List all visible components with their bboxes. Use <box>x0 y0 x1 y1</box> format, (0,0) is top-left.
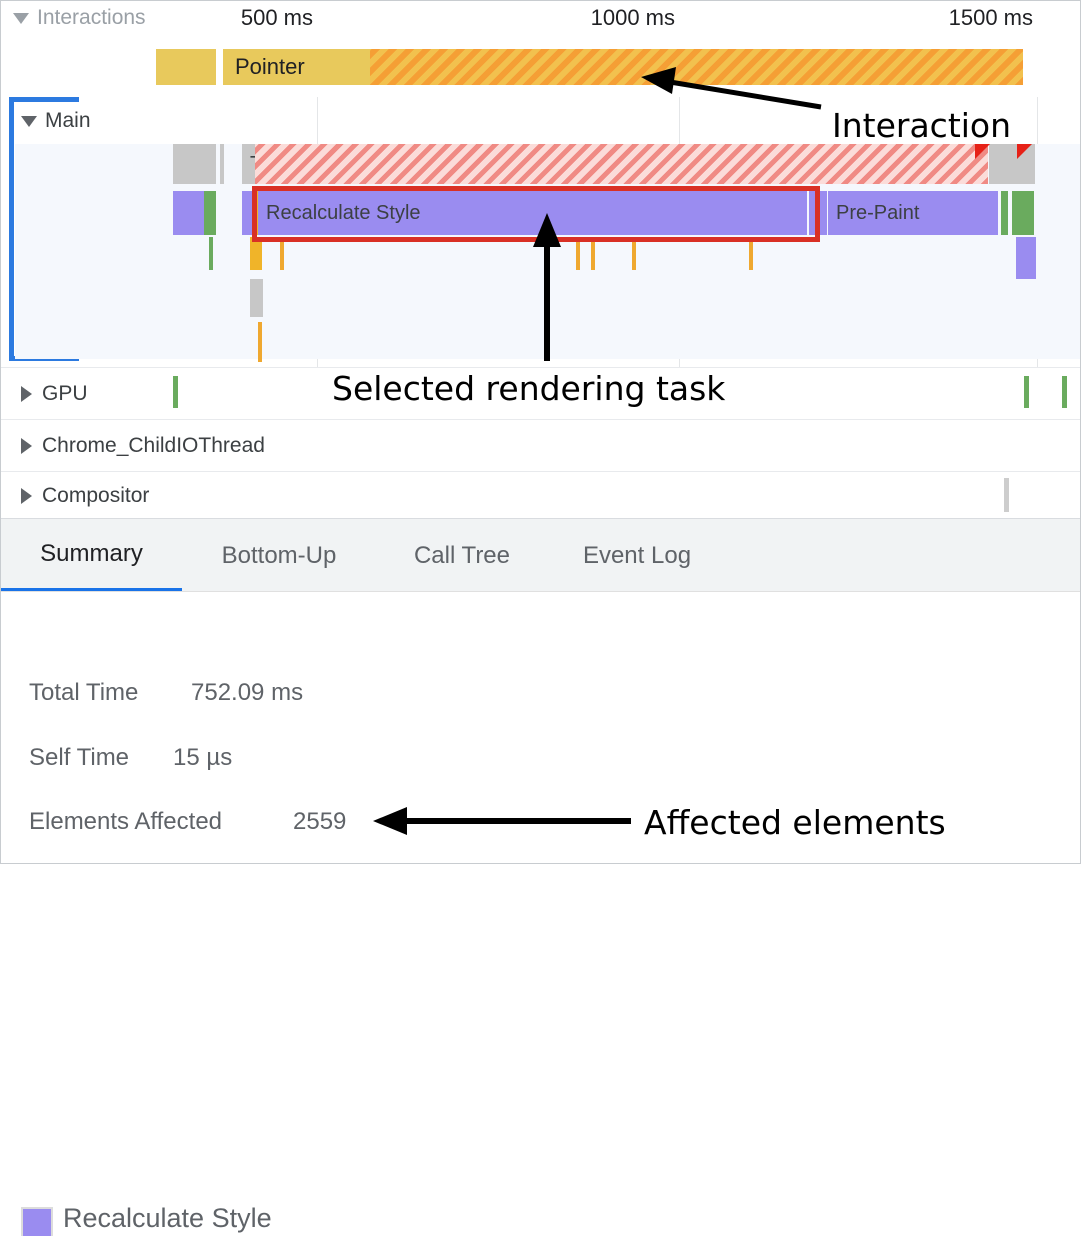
interactions-track-header[interactable]: Interactions <box>13 6 146 30</box>
summary-key: Self Time <box>29 744 130 771</box>
track-event-marker[interactable] <box>1004 478 1009 512</box>
flame-bar[interactable] <box>1001 191 1008 235</box>
track-label: GPU <box>42 382 88 405</box>
summary-value: 2559 <box>293 808 347 835</box>
interaction-event[interactable] <box>370 49 1023 85</box>
track-event-marker[interactable] <box>1062 376 1067 408</box>
time-tick-1: 1000 ms <box>590 5 675 30</box>
interaction-event[interactable] <box>156 49 216 85</box>
flame-bar[interactable] <box>1016 237 1036 279</box>
track-label: Compositor <box>42 483 150 507</box>
tab-bottom-up[interactable]: Bottom-Up <box>221 541 337 569</box>
main-track-label: Main <box>45 109 91 132</box>
summary-value: 15 µs <box>173 744 233 771</box>
flame-bar-label: Recalculate Style <box>266 202 421 224</box>
flame-bar[interactable] <box>1012 191 1034 235</box>
track-event-marker[interactable] <box>1024 376 1029 408</box>
affected-elements-callout: Affected elements <box>644 803 946 842</box>
flame-bar[interactable] <box>173 191 204 235</box>
long-task-warning-icon <box>975 144 990 159</box>
chevron-down-icon[interactable] <box>21 115 37 127</box>
flame-bar[interactable] <box>280 237 284 270</box>
interaction-event-label: Pointer <box>235 54 305 79</box>
main-track-header[interactable]: Main <box>21 109 91 133</box>
track-event-marker[interactable] <box>173 376 178 408</box>
track-header[interactable]: Compositor <box>21 484 149 508</box>
summary-key: Total Time <box>29 679 139 706</box>
flame-bar-pre-paint[interactable]: Pre-Paint <box>828 191 998 235</box>
track-label: Chrome_ChildIOThread <box>42 434 265 457</box>
track-interactions[interactable]: Interactions 500 ms 1000 ms 1500 ms Pointe… <box>1 1 1080 97</box>
chevron-right-icon[interactable] <box>21 438 32 454</box>
selected-event-outline <box>252 186 820 242</box>
summary-event-title: Recalculate Style <box>63 1203 272 1233</box>
flame-bar[interactable] <box>591 237 595 270</box>
main-selection-border-top <box>9 97 79 102</box>
flame-bar[interactable] <box>209 237 213 270</box>
details-tabbar[interactable]: Summary Bottom-Up Call Tree Event Log <box>1 518 1080 592</box>
event-color-swatch <box>21 1207 53 1236</box>
flame-bar-recalculate-style[interactable]: Recalculate Style <box>258 191 807 235</box>
flame-bar[interactable] <box>220 144 224 184</box>
summary-value: 752.09 ms <box>191 679 304 706</box>
flame-bar[interactable] <box>173 144 216 184</box>
flame-bar[interactable] <box>989 144 1035 184</box>
long-task-warning-icon <box>1017 144 1032 159</box>
time-tick-2: 1500 ms <box>948 5 1033 30</box>
interaction-callout: Interaction <box>832 106 1012 145</box>
summary-key: Elements Affected <box>29 808 223 835</box>
flame-bar[interactable] <box>255 144 988 184</box>
track-chrome_childiothread[interactable]: Chrome_ChildIOThread <box>1 419 1080 472</box>
selected-task-callout: Selected rendering task <box>332 369 726 408</box>
tab-call-tree[interactable]: Call Tree <box>413 541 511 569</box>
flame-bar[interactable] <box>258 322 262 362</box>
flame-bar[interactable] <box>576 237 580 270</box>
flame-bar[interactable] <box>204 191 216 235</box>
tab-summary[interactable]: Summary <box>1 519 182 592</box>
tab-event-log[interactable]: Event Log <box>582 541 692 569</box>
flame-bar[interactable] <box>250 237 262 270</box>
flame-bar[interactable] <box>250 279 263 317</box>
chevron-right-icon[interactable] <box>21 386 32 402</box>
time-tick-0: 500 ms <box>240 5 313 30</box>
chevron-right-icon[interactable] <box>21 487 32 504</box>
chevron-down-icon[interactable] <box>13 12 29 24</box>
flame-bar[interactable] <box>749 237 753 270</box>
flame-bar[interactable] <box>242 191 252 235</box>
interaction-event[interactable]: Pointer <box>223 49 370 85</box>
flame-bar-label: Pre-Paint <box>836 202 920 224</box>
track-header[interactable]: Chrome_ChildIOThread <box>21 434 265 458</box>
interactions-track-label: Interactions <box>37 6 146 29</box>
track-compositor[interactable]: Compositor <box>1 471 1080 519</box>
track-header[interactable]: GPU <box>21 382 88 406</box>
track-gpu[interactable]: GPU <box>1 367 1080 420</box>
flame-bar[interactable] <box>632 237 636 270</box>
main-selection-border-left <box>9 97 14 361</box>
